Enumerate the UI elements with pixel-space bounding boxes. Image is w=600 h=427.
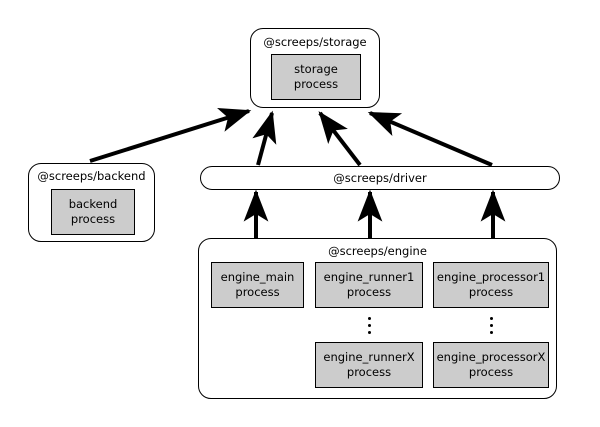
package-driver[interactable]: @screeps/driver <box>200 166 560 190</box>
process-engine-processor1-line2: process <box>468 285 514 299</box>
edge-driver-to-storage-2 <box>318 111 362 167</box>
package-storage-title: @screeps/storage <box>263 35 367 49</box>
package-backend[interactable]: @screeps/backend backend process <box>28 163 155 242</box>
package-storage[interactable]: @screeps/storage storage process <box>250 28 380 108</box>
package-engine[interactable]: @screeps/engine engine_main process engi… <box>198 238 557 399</box>
process-engine-processor1-line1: engine_processor1 <box>436 270 546 284</box>
edge-backend-to-storage <box>89 108 252 163</box>
process-backend[interactable]: backend process <box>51 189 135 235</box>
vertical-ellipsis-icon-processor <box>486 317 496 334</box>
process-storage-line2: process <box>293 77 339 91</box>
process-engine-runner1-line2: process <box>346 285 392 299</box>
process-engine-runnerx[interactable]: engine_runnerX process <box>315 342 423 388</box>
process-engine-processorx-line1: engine_processorX <box>436 350 546 364</box>
process-engine-main[interactable]: engine_main process <box>211 262 304 308</box>
process-engine-main-line2: process <box>235 285 280 299</box>
process-backend-line1: backend <box>68 197 118 211</box>
process-engine-processorx[interactable]: engine_processorX process <box>433 342 549 388</box>
process-storage[interactable]: storage process <box>271 54 361 100</box>
process-storage-line1: storage <box>294 62 338 76</box>
package-driver-title: @screeps/driver <box>333 170 427 185</box>
process-engine-runner1-line1: engine_runner1 <box>323 270 415 284</box>
process-backend-line2: process <box>70 212 116 226</box>
process-engine-runnerx-line1: engine_runnerX <box>323 350 415 364</box>
edge-driver-to-storage-3 <box>367 111 493 167</box>
package-engine-title: @screeps/engine <box>328 244 427 258</box>
vertical-ellipsis-icon-runner <box>364 317 374 334</box>
process-engine-runnerx-line2: process <box>346 365 392 379</box>
edge-driver-to-storage-1 <box>252 110 277 166</box>
process-engine-main-line1: engine_main <box>220 270 295 284</box>
process-engine-runner1[interactable]: engine_runner1 process <box>315 262 423 308</box>
package-backend-title: @screeps/backend <box>37 169 146 183</box>
process-engine-processor1[interactable]: engine_processor1 process <box>433 262 549 308</box>
process-engine-processorx-line2: process <box>468 365 514 379</box>
